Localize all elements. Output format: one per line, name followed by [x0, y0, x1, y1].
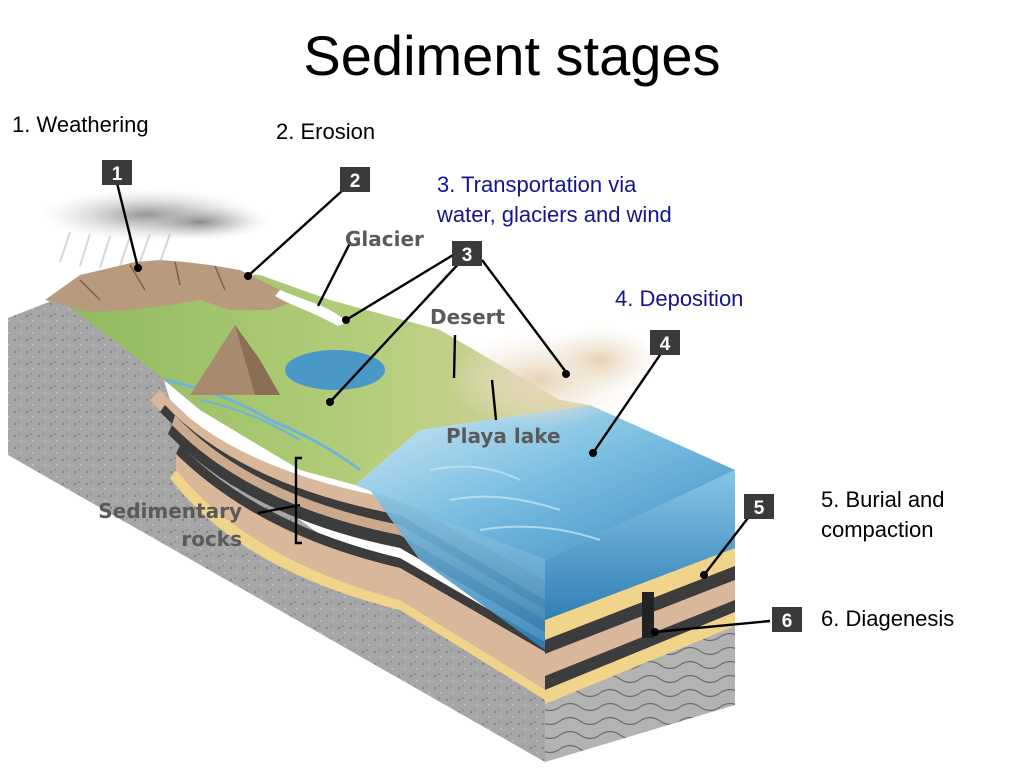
stage-label-burial-line2: compaction [821, 517, 934, 542]
dust-cloud [445, 326, 660, 428]
glacier [275, 290, 348, 326]
leader-dots [134, 264, 708, 636]
lake [285, 350, 385, 390]
mountains [45, 260, 300, 395]
stage-label-deposition: 4. Deposition [615, 286, 744, 311]
svg-text:2: 2 [350, 171, 361, 192]
storm-cloud [40, 189, 270, 269]
stage-label-erosion: 2. Erosion [276, 119, 376, 144]
sedimentary-rocks-label-line1: Sedimentary [98, 499, 242, 523]
number-badge-4: 4 [650, 330, 680, 355]
stage-label-weathering: 1. Weathering [12, 112, 149, 137]
desert-label: Desert [430, 305, 505, 329]
sedimentary-rocks-label-line2: rocks [181, 527, 242, 551]
svg-text:3: 3 [462, 245, 473, 266]
svg-text:4: 4 [660, 334, 671, 355]
number-badge-5: 5 [744, 494, 774, 519]
number-badge-2: 2 [340, 167, 370, 192]
stage-label-burial: 5. Burial and compaction [821, 485, 945, 545]
glacier-label: Glacier [345, 227, 424, 251]
stage-label-burial-line1: 5. Burial and [821, 487, 945, 512]
diagenesis-core [642, 592, 654, 638]
stage-label-transportation-line2: water, glaciers and wind [437, 202, 672, 227]
svg-text:5: 5 [754, 498, 765, 519]
sea [355, 405, 735, 650]
svg-text:1: 1 [112, 164, 123, 185]
stage-label-diagenesis: 6. Diagenesis [821, 606, 955, 631]
page-title: Sediment stages [303, 24, 721, 87]
stage-label-transportation-line1: 3. Transportation via [437, 172, 637, 197]
number-badge-1: 1 [102, 160, 132, 185]
playa-lake-label: Playa lake [446, 424, 561, 448]
number-badge-3: 3 [452, 241, 482, 266]
stage-label-transportation: 3. Transportation via water, glaciers an… [437, 170, 672, 230]
leader-lines [115, 182, 771, 634]
svg-text:6: 6 [782, 611, 793, 632]
number-badge-6: 6 [772, 607, 802, 632]
sedimentary-layers [150, 390, 545, 700]
